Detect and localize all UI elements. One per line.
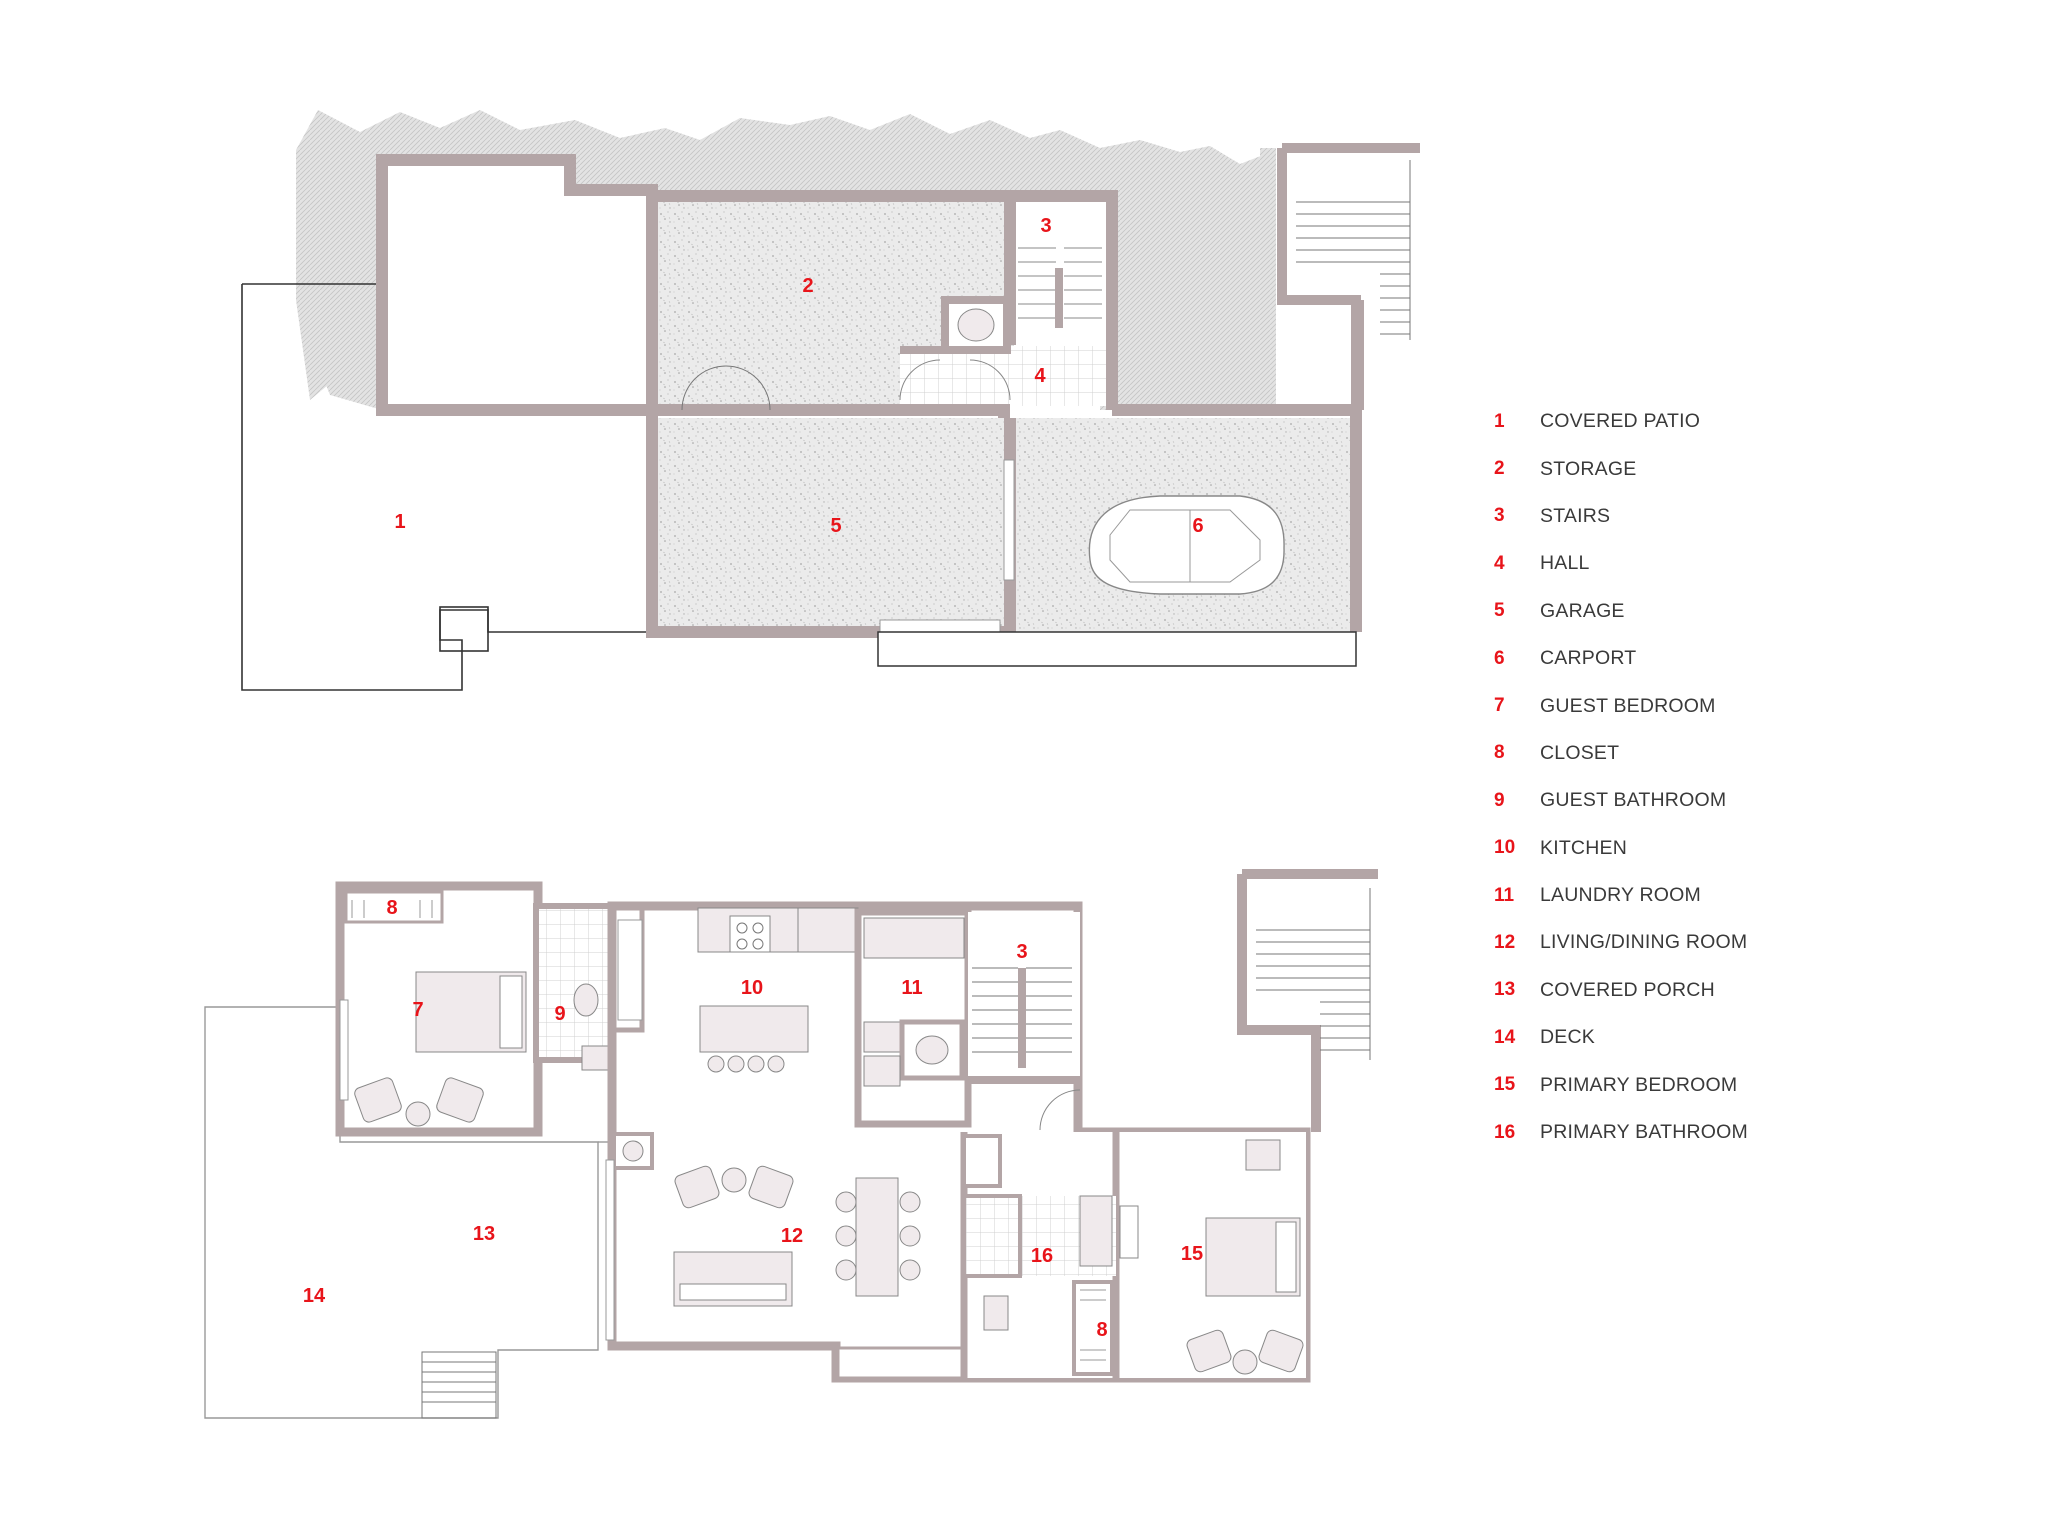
hall-tile [900,346,1106,406]
living-bay [836,1346,964,1380]
upper-level-plan: 8 7 9 10 11 3 13 14 12 16 15 8 [204,869,1378,1419]
legend-label: GUEST BATHROOM [1540,789,1727,812]
garage-room [658,418,1004,626]
legend-item: 16 PRIMARY BATHROOM [1494,1109,1894,1156]
guest-suite [335,881,543,1137]
legend-number: 12 [1494,931,1516,953]
legend-number: 5 [1494,600,1505,622]
legend-label: KITCHEN [1540,836,1627,859]
legend-item: 12 LIVING/DINING ROOM [1494,919,1894,966]
storage-box [376,154,658,416]
label-stairs-upper: 3 [1016,941,1027,963]
legend-item: 4 HALL [1494,540,1894,587]
legend-label: CLOSET [1540,741,1620,764]
living-window-left [605,1159,615,1341]
legend-number: 1 [1494,410,1505,432]
label-storage: 2 [802,275,813,297]
lower-level-plan: 1 2 3 4 5 6 [241,110,1420,691]
legend-label: GARAGE [1540,599,1625,622]
guest-bath [533,903,645,1071]
deck-steps [421,1351,497,1419]
legend-label: DECK [1540,1026,1595,1049]
label-primary-bedroom: 15 [1181,1243,1203,1265]
legend-label: CARPORT [1540,647,1637,670]
laundry-room [854,908,972,1128]
legend-label: HALL [1540,552,1590,575]
legend-number: 10 [1494,837,1516,859]
label-laundry: 11 [901,977,922,999]
label-guest-bedroom: 7 [412,999,423,1021]
legend-number: 13 [1494,979,1516,1001]
water-heater [957,308,995,342]
legend-item: 11 LAUNDRY ROOM [1494,872,1894,919]
legend-label: STAIRS [1540,504,1611,527]
label-garage: 5 [830,515,841,537]
legend-item: 10 KITCHEN [1494,825,1894,872]
patio-post [439,606,489,652]
legend-label: GUEST BEDROOM [1540,694,1716,717]
label-primary-closet: 8 [1096,1319,1107,1341]
legend-label: PRIMARY BEDROOM [1540,1073,1738,1096]
legend-number: 16 [1494,1121,1516,1143]
legend-item: 6 CARPORT [1494,635,1894,682]
hall-door [899,359,941,401]
carport-curb [877,631,1357,667]
primary-suite [960,1132,1306,1378]
legend-item: 13 COVERED PORCH [1494,967,1894,1014]
lower-stairs-treads [1018,247,1102,319]
kitchen-island [699,1005,809,1053]
legend-item: 7 GUEST BEDROOM [1494,682,1894,729]
legend-item: 15 PRIMARY BEDROOM [1494,1061,1894,1108]
legend-number: 6 [1494,647,1505,669]
legend-number: 8 [1494,742,1505,764]
legend-item: 1 COVERED PATIO [1494,398,1894,445]
legend-label: STORAGE [1540,457,1637,480]
label-guest-bath: 9 [554,1003,565,1025]
legend-label: PRIMARY BATHROOM [1540,1121,1748,1144]
label-guest-closet: 8 [386,897,397,919]
legend-item: 5 GARAGE [1494,588,1894,635]
garage-window [1003,459,1015,581]
living-furniture [673,1165,921,1307]
label-stairs-lower: 3 [1040,215,1051,237]
label-kitchen: 10 [741,977,763,999]
legend-label: LAUNDRY ROOM [1540,884,1701,907]
upper-stairs [968,912,1081,1131]
exterior-stair-upper [1237,869,1378,1132]
legend-number: 15 [1494,1074,1516,1096]
exterior-stair-lower [1277,143,1420,410]
label-living: 12 [781,1225,803,1247]
legend-label: COVERED PORCH [1540,978,1715,1001]
label-deck: 14 [303,1285,326,1307]
legend-item: 8 CLOSET [1494,730,1894,777]
legend-item: 2 STORAGE [1494,445,1894,492]
garage-double-door [681,365,771,411]
ground-hatch-left [298,140,382,410]
legend-number: 4 [1494,552,1505,574]
label-carport: 6 [1192,515,1203,537]
legend-number: 7 [1494,695,1505,717]
stair-divider [1055,268,1063,328]
legend-number: 2 [1494,458,1505,480]
legend-number: 14 [1494,1026,1516,1048]
legend-label: LIVING/DINING ROOM [1540,931,1748,954]
hall-door-2 [969,359,1011,401]
legend-item: 14 DECK [1494,1014,1894,1061]
legend-label: COVERED PATIO [1540,410,1701,433]
legend-number: 11 [1494,884,1515,906]
garage-door-opening [879,619,1001,633]
label-porch: 13 [473,1223,495,1245]
legend-item: 9 GUEST BATHROOM [1494,777,1894,824]
legend-number: 9 [1494,789,1505,811]
car-icon [1088,495,1285,595]
label-primary-bath: 16 [1031,1245,1053,1267]
label-hall: 4 [1034,365,1046,387]
label-covered-patio: 1 [394,511,405,533]
legend-item: 3 STAIRS [1494,493,1894,540]
legend-number: 3 [1494,505,1505,527]
